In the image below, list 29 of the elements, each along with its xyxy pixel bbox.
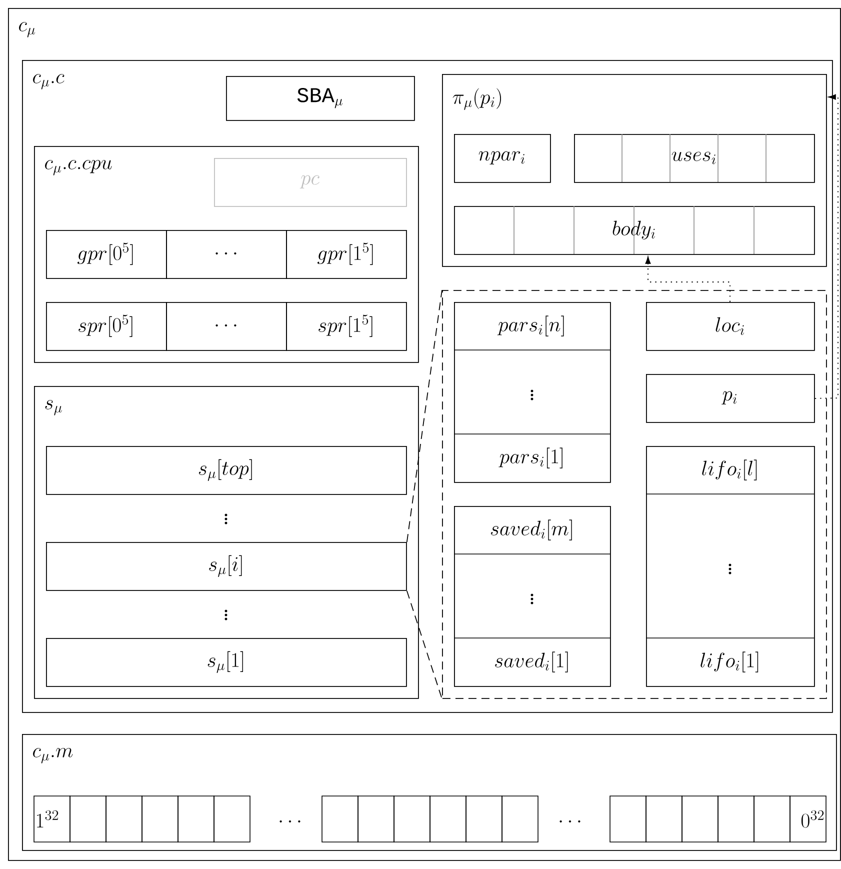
field-box: $gpr[0^5]$ bbox=[46, 230, 167, 279]
ellipsis: $\cdots$ bbox=[560, 820, 580, 823]
field-box: $spr[1^5]$ bbox=[286, 302, 407, 351]
field-box: $\texttt{SBA}_\mu$ bbox=[226, 76, 415, 121]
field-box: $body_i$ bbox=[454, 206, 815, 255]
stack-box: $saved_i[m]$ $\vdots$ $saved_i[1]$ bbox=[454, 506, 611, 687]
field-box: $s_\mu[i]$ bbox=[46, 542, 407, 591]
ellipsis: $\vdots$ bbox=[224, 514, 228, 524]
field-box: $loc_i$ bbox=[646, 302, 815, 351]
stack-box: $lifo_i[l]$ $\vdots$ $lifo_i[1]$ bbox=[646, 446, 815, 687]
field-box: $\cdots$ bbox=[166, 230, 287, 279]
dashed-frame bbox=[442, 290, 827, 699]
field-box: $spr[0^5]$ bbox=[46, 302, 167, 351]
memory-cell: $1^{32}$ bbox=[34, 796, 70, 842]
field-box: $gpr[1^5]$ bbox=[286, 230, 407, 279]
field-box: $npar_i$ bbox=[454, 134, 551, 183]
field-box: $s_\mu[1]$ bbox=[46, 638, 407, 687]
field-box: $p_i$ bbox=[646, 374, 815, 423]
field-box: $uses_i$ bbox=[574, 134, 815, 183]
connector bbox=[406, 590, 442, 700]
connector bbox=[814, 94, 838, 399]
ellipsis: $\vdots$ bbox=[224, 610, 228, 620]
memory-cell: $0^{32}$ bbox=[790, 796, 826, 842]
ellipsis: $\cdots$ bbox=[280, 820, 300, 823]
field-box: $pc$ bbox=[214, 158, 407, 207]
field-box: $\cdots$ bbox=[166, 302, 287, 351]
field-box: $s_\mu[top]$ bbox=[46, 446, 407, 495]
connector bbox=[406, 290, 442, 542]
connector bbox=[645, 256, 730, 302]
